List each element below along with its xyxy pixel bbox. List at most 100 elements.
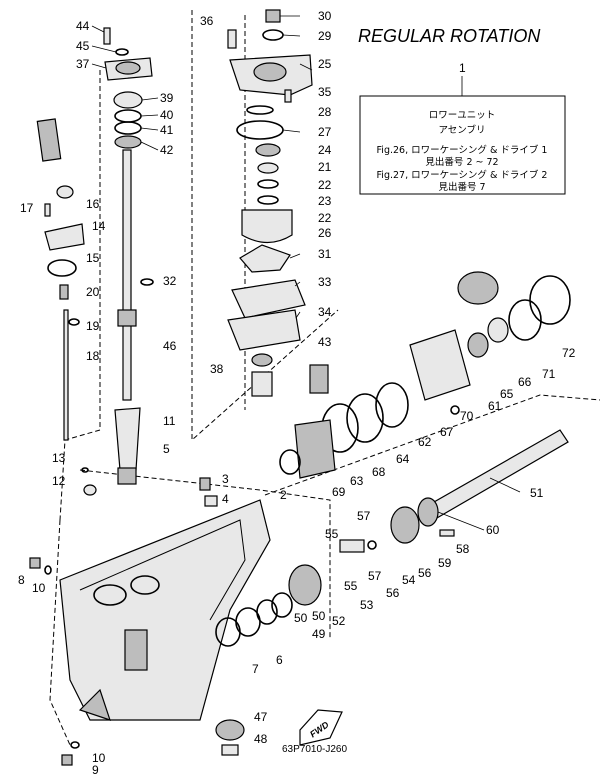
shift-plunger-55 [339,539,365,553]
callout-60: 60 [486,523,500,537]
callout-28: 28 [318,105,332,119]
callout-43: 43 [318,335,332,349]
housing-61 [409,329,471,401]
bearing-39 [113,91,143,109]
callout-56a: 56 [418,566,432,580]
cap-72 [529,275,571,325]
spring-56 [367,540,377,550]
callout-48: 48 [254,732,268,746]
callout-50a: 50 [294,611,308,625]
gasket-34 [227,309,301,351]
callout-46: 46 [163,339,177,353]
callout-16: 16 [86,197,100,211]
shift-rod-18 [63,309,69,441]
callout-71: 71 [542,367,556,381]
gear-68 [294,419,336,479]
callout-34: 34 [318,305,332,319]
pin-35 [284,89,292,103]
propeller-shaft-51 [419,429,569,523]
plug-12 [83,484,97,496]
impeller-housing-26 [241,209,293,244]
callout-29: 29 [318,29,332,43]
callout-12: 12 [52,474,66,488]
seal-29 [262,29,284,41]
callout-41: 41 [160,123,174,137]
driveshaft-group [36,27,154,485]
shim-50a [271,592,293,618]
callout-30: 30 [318,9,332,23]
callout-39: 39 [160,91,174,105]
assembly-line-3: Fig.26, ロワーケーシング & ドライブ 1 [377,144,548,156]
callout-18: 18 [86,349,100,363]
callout-44: 44 [76,19,90,33]
callout-57b: 57 [368,569,382,583]
seal-66 [487,317,509,343]
callout-64: 64 [396,452,410,466]
ring-27 [236,120,284,140]
callout-2: 2 [280,488,287,502]
clip-69 [279,449,301,475]
assembly-line-4: 見出番号 2 ~ 72 [425,156,498,168]
fwd-arrow-shape [299,709,343,746]
callout-56b: 56 [386,586,400,600]
impeller-31 [239,244,291,273]
shim-41 [114,121,142,135]
callout-5: 5 [163,442,170,456]
callout-23: 23 [318,194,332,208]
callout-8: 8 [18,573,25,587]
nut-48 [221,744,239,756]
callout-19: 19 [86,319,100,333]
spring-20 [59,284,69,300]
diagram-title: REGULAR ROTATION [358,26,541,46]
callout-61: 61 [488,399,502,413]
callout-1: 1 [459,61,466,75]
plate-33 [231,279,306,319]
callout-53: 53 [360,598,374,612]
bolt-4 [204,495,218,507]
clutch-59 [390,506,420,544]
key-23 [257,195,279,205]
callout-14: 14 [92,219,106,233]
callout-45: 45 [76,39,90,53]
bolt-8 [29,557,41,569]
callout-66: 66 [518,375,532,389]
callout-20: 20 [86,285,100,299]
callout-10a: 10 [32,581,46,595]
callout-6: 6 [276,653,283,667]
washer-10b [70,741,80,749]
shim-40 [114,109,142,123]
callout-68: 68 [372,465,386,479]
callout-labels: 44 45 37 39 40 41 42 16 17 14 15 20 19 1… [18,9,576,777]
callout-55: 55 [325,527,339,541]
callout-25: 25 [318,57,332,71]
bearing-38 [251,371,273,397]
callout-4: 4 [222,492,229,506]
callout-57a: 57 [357,509,371,523]
bolt-3 [199,477,211,491]
callout-3: 3 [222,472,229,486]
callout-17: 17 [20,201,34,215]
gear-60 [417,497,439,527]
gear-52 [288,564,322,606]
callout-38: 38 [210,362,224,376]
pin-58 [439,529,455,537]
callout-59: 59 [438,556,452,570]
drawing-code: 63P7010-J260 [282,744,347,755]
callout-55b: 55 [344,579,358,593]
seal-43 [251,353,273,367]
callout-62: 62 [418,435,432,449]
gasket-13 [81,467,89,473]
callout-36: 36 [200,14,214,28]
bolt-44 [103,27,111,45]
callout-58: 58 [456,542,470,556]
callout-31: 31 [318,247,332,261]
washer-10a [44,565,52,575]
callout-54: 54 [402,573,416,587]
callout-49: 49 [312,627,326,641]
callout-13: 13 [52,451,66,465]
washer-45 [115,48,129,56]
shift-detail-box [36,118,62,162]
callout-11: 11 [163,414,176,428]
callout-67: 67 [440,425,454,439]
